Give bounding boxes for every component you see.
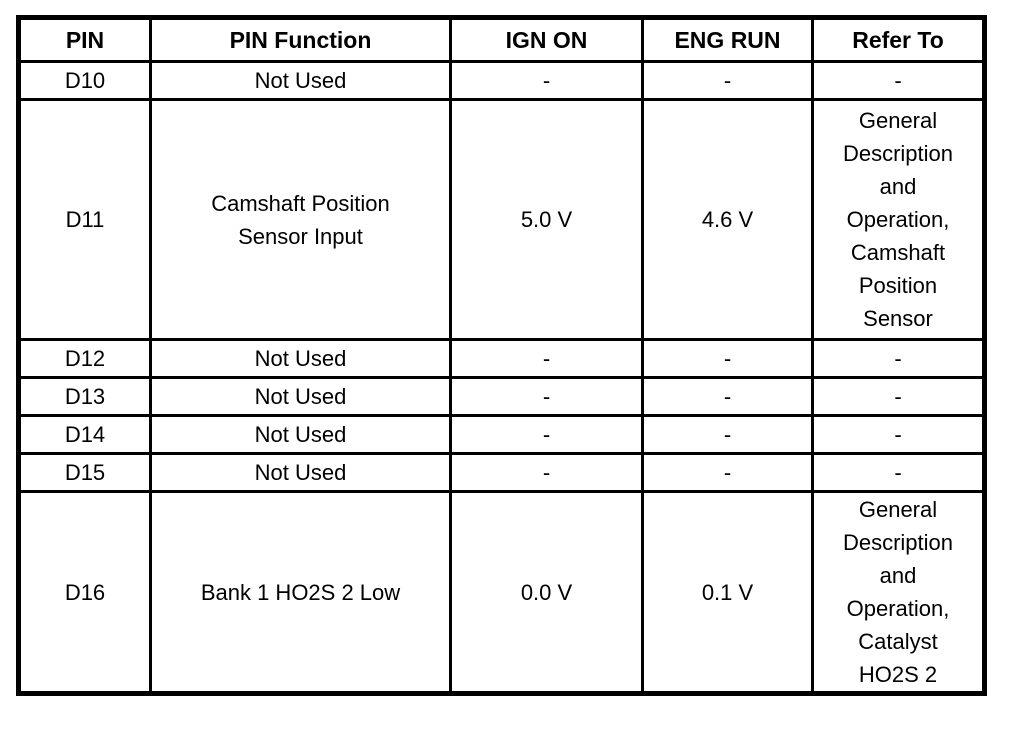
cell-pin: D14 bbox=[17, 414, 152, 455]
cell-ign-on: - bbox=[449, 376, 644, 417]
cell-eng-run: - bbox=[641, 338, 814, 379]
column-header-eng-run: ENG RUN bbox=[641, 16, 814, 63]
cell-ign-on: 0.0 V bbox=[449, 490, 644, 695]
table-row-d10: D10 Not Used - - - bbox=[17, 60, 986, 101]
column-header-refer-to: Refer To bbox=[811, 16, 986, 63]
table-row-d12: D12 Not Used - - - bbox=[17, 338, 986, 379]
cell-ign-on: - bbox=[449, 452, 644, 493]
cell-pin: D10 bbox=[17, 60, 152, 101]
cell-ign-on: - bbox=[449, 60, 644, 101]
table-row-d13: D13 Not Used - - - bbox=[17, 376, 986, 417]
cell-refer-to: - bbox=[811, 376, 986, 417]
cell-eng-run: - bbox=[641, 60, 814, 101]
cell-function: Not Used bbox=[149, 338, 452, 379]
cell-eng-run: 0.1 V bbox=[641, 490, 814, 695]
column-header-pin: PIN bbox=[17, 16, 152, 63]
cell-ign-on: - bbox=[449, 414, 644, 455]
cell-refer-to: - bbox=[811, 414, 986, 455]
cell-function: Not Used bbox=[149, 414, 452, 455]
table-row-d11: D11 Camshaft Position Sensor Input 5.0 V… bbox=[17, 98, 986, 341]
cell-pin: D15 bbox=[17, 452, 152, 493]
cell-pin: D12 bbox=[17, 338, 152, 379]
cell-pin: D16 bbox=[17, 490, 152, 695]
column-header-function: PIN Function bbox=[149, 16, 452, 63]
cell-pin: D13 bbox=[17, 376, 152, 417]
cell-refer-to: - bbox=[811, 60, 986, 101]
cell-eng-run: - bbox=[641, 376, 814, 417]
cell-refer-to: - bbox=[811, 452, 986, 493]
cell-function: Not Used bbox=[149, 376, 452, 417]
cell-function: Not Used bbox=[149, 452, 452, 493]
cell-function: Not Used bbox=[149, 60, 452, 101]
table-row-d16: D16 Bank 1 HO2S 2 Low 0.0 V 0.1 V Genera… bbox=[17, 490, 986, 695]
cell-function: Camshaft Position Sensor Input bbox=[149, 98, 452, 341]
cell-ign-on: 5.0 V bbox=[449, 98, 644, 341]
column-header-ign-on: IGN ON bbox=[449, 16, 644, 63]
cell-ign-on: - bbox=[449, 338, 644, 379]
table-row-d15: D15 Not Used - - - bbox=[17, 452, 986, 493]
header-row: PIN PIN Function IGN ON ENG RUN Refer To bbox=[17, 16, 986, 63]
cell-function: Bank 1 HO2S 2 Low bbox=[149, 490, 452, 695]
table-row-d14: D14 Not Used - - - bbox=[17, 414, 986, 455]
cell-refer-to: - bbox=[811, 338, 986, 379]
cell-pin: D11 bbox=[17, 98, 152, 341]
pin-voltage-table: PIN PIN Function IGN ON ENG RUN Refer To… bbox=[16, 15, 987, 696]
cell-eng-run: 4.6 V bbox=[641, 98, 814, 341]
cell-eng-run: - bbox=[641, 452, 814, 493]
cell-eng-run: - bbox=[641, 414, 814, 455]
cell-refer-to: General Description and Operation, Catal… bbox=[811, 490, 986, 695]
cell-refer-to: General Description and Operation, Camsh… bbox=[811, 98, 986, 341]
